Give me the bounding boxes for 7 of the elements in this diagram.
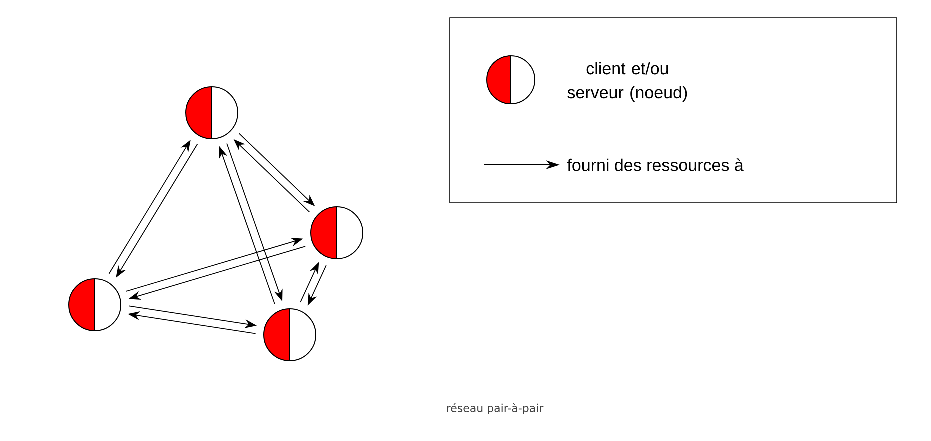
peer-node — [310, 206, 364, 260]
peer-node — [68, 278, 122, 332]
legend-text: fourni des ressources à — [567, 158, 744, 172]
peer-node — [186, 86, 238, 140]
peer-node — [264, 308, 316, 362]
caption: réseau pair-à-pair — [447, 403, 544, 415]
legend-text: client et/ou serveur (noeud) — [568, 62, 688, 102]
